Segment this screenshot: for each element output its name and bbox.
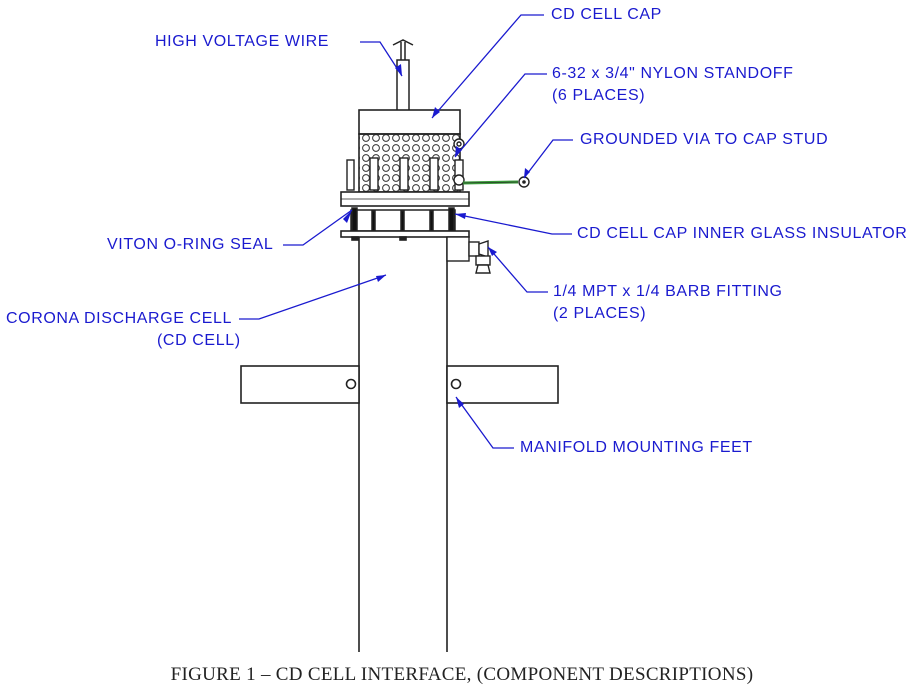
inner-glass-insulator (350, 207, 456, 233)
leader-high-voltage-wire (360, 41, 403, 77)
barb-fitting (446, 236, 491, 274)
label-high-voltage-wire: HIGH VOLTAGE WIRE (155, 33, 330, 50)
figure-caption: FIGURE 1 – CD CELL INTERFACE, (COMPONENT… (170, 664, 754, 685)
label-grounded-via: GROUNDED VIA TO CAP STUD (580, 131, 829, 148)
ground-wire (462, 176, 530, 188)
cap-base-flange (340, 191, 470, 207)
cap-bottom-flange (340, 230, 470, 241)
nylon-standoffs (346, 138, 465, 191)
leader-viton-seal (283, 209, 353, 246)
label-barb-fitting: 1/4 MPT x 1/4 BARB FITTING (553, 283, 783, 300)
leader-cd-cell-cap (431, 14, 544, 119)
leader-lines (239, 14, 573, 449)
leader-inner-glass (454, 213, 572, 235)
label-nylon-standoff-qty: (6 PLACES) (552, 87, 646, 104)
leader-nylon-standoff (454, 73, 547, 158)
leader-barb-fitting (487, 246, 548, 293)
leader-arrowheads (343, 64, 530, 408)
label-mounting-feet: MANIFOLD MOUNTING FEET (520, 439, 753, 456)
leader-corona-cell (239, 274, 387, 320)
label-inner-glass-insulator: CD CELL CAP INNER GLASS INSULATOR (577, 225, 908, 242)
cd-cell-tube (358, 232, 448, 652)
label-corona-cell: CORONA DISCHARGE CELL (6, 310, 232, 327)
label-cd-cell-cap: CD CELL CAP (551, 6, 662, 23)
label-nylon-standoff: 6-32 x 3/4" NYLON STANDOFF (552, 65, 794, 82)
high-voltage-wire (392, 39, 414, 113)
leader-grounded-via (523, 139, 573, 179)
label-barb-fitting-qty: (2 PLACES) (553, 305, 647, 322)
label-viton-seal: VITON O-RING SEAL (107, 236, 274, 253)
label-corona-cell-abbr: (CD CELL) (157, 332, 241, 349)
leader-mounting-feet (455, 396, 514, 449)
manifold-mounting-feet (240, 365, 559, 404)
